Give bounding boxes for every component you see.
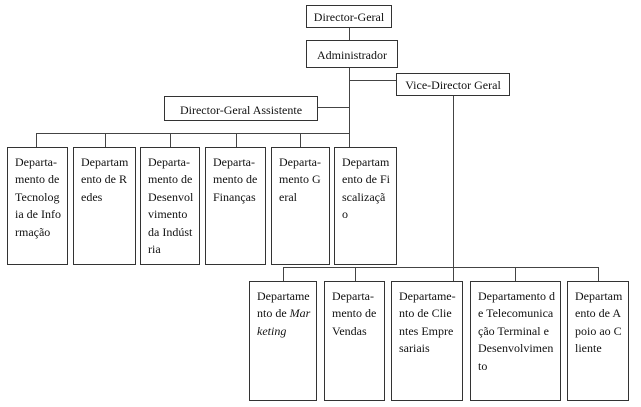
vice-director-geral-label: Vice-Director Geral — [405, 78, 501, 92]
director-geral-box: Director-Geral — [306, 5, 392, 28]
connector-line — [236, 133, 237, 147]
department-label: Depart­a­mento de Tecnolo­gia de Informa… — [15, 155, 61, 239]
department-label: Depart­a­mento de Desenvo­lvimento da In… — [148, 155, 194, 256]
director-geral-label: Director-Geral — [313, 10, 385, 24]
department-label: Depart­a­mento de Redes — [81, 155, 129, 204]
department-box-fiscalizacao: Depart­a­mento de Fiscaliza­ção — [334, 147, 397, 265]
connector-line — [349, 68, 350, 150]
connector-line — [283, 267, 284, 281]
connector-line — [283, 267, 598, 268]
connector-line — [36, 133, 350, 134]
connector-line — [349, 80, 396, 81]
connector-line — [105, 133, 106, 147]
department-label: Depart­a­mento de Apoio ao Cliente — [575, 289, 623, 356]
director-geral-assistente-box: Director-Geral Assistente — [164, 96, 318, 121]
department-label: Depart­a­mento de Fiscaliza­ção — [342, 155, 390, 222]
department-box-tecnologia-informacao: Depart­a­mento de Tecnolo­gia de Informa… — [7, 147, 68, 265]
department-box-marketing: Departam­ento de Marketing — [249, 281, 317, 401]
connector-line — [318, 107, 349, 108]
administrador-box: Administrador — [306, 40, 398, 68]
connector-line — [598, 267, 599, 281]
department-label-italic: Marketing — [257, 306, 311, 338]
connector-line — [453, 96, 454, 281]
connector-line — [349, 28, 350, 40]
department-label: Departamento de Telecomunicaç­ão Termina… — [478, 289, 555, 373]
connector-line — [170, 133, 171, 147]
department-box-apoio-cliente: Depart­a­mento de Apoio ao Cliente — [567, 281, 629, 401]
department-box-vendas: Depart­a­mento de Vendas — [324, 281, 385, 401]
department-box-redes: Depart­a­mento de Redes — [73, 147, 136, 265]
vice-director-geral-box: Vice-Director Geral — [396, 73, 510, 96]
director-geral-assistente-label: Director-Geral Assistente — [179, 103, 303, 117]
department-label: Departam­ento de — [257, 289, 310, 321]
department-label: Depart­a­mento de Finanças — [213, 155, 258, 204]
administrador-label: Administrador — [317, 48, 387, 62]
connector-line — [515, 267, 516, 281]
connector-line — [300, 133, 301, 147]
department-box-clientes-empresariais: Departame­nto de Clientes Empresari­ais — [391, 281, 463, 401]
connector-line — [36, 133, 37, 147]
department-box-financas: Depart­a­mento de Finanças — [205, 147, 266, 265]
department-box-geral: Depart­a­mento Geral — [271, 147, 330, 265]
department-label: Depart­a­mento Geral — [279, 155, 321, 204]
department-label: Departame­nto de Clientes Empresari­ais — [399, 289, 456, 356]
department-box-telecomunicacao-terminal: Departamento de Telecomunicaç­ão Termina… — [470, 281, 561, 401]
connector-line — [355, 267, 356, 281]
department-box-desenvolvimento-industria: Depart­a­mento de Desenvo­lvimento da In… — [140, 147, 200, 265]
department-label: Depart­a­mento de Vendas — [332, 289, 377, 338]
